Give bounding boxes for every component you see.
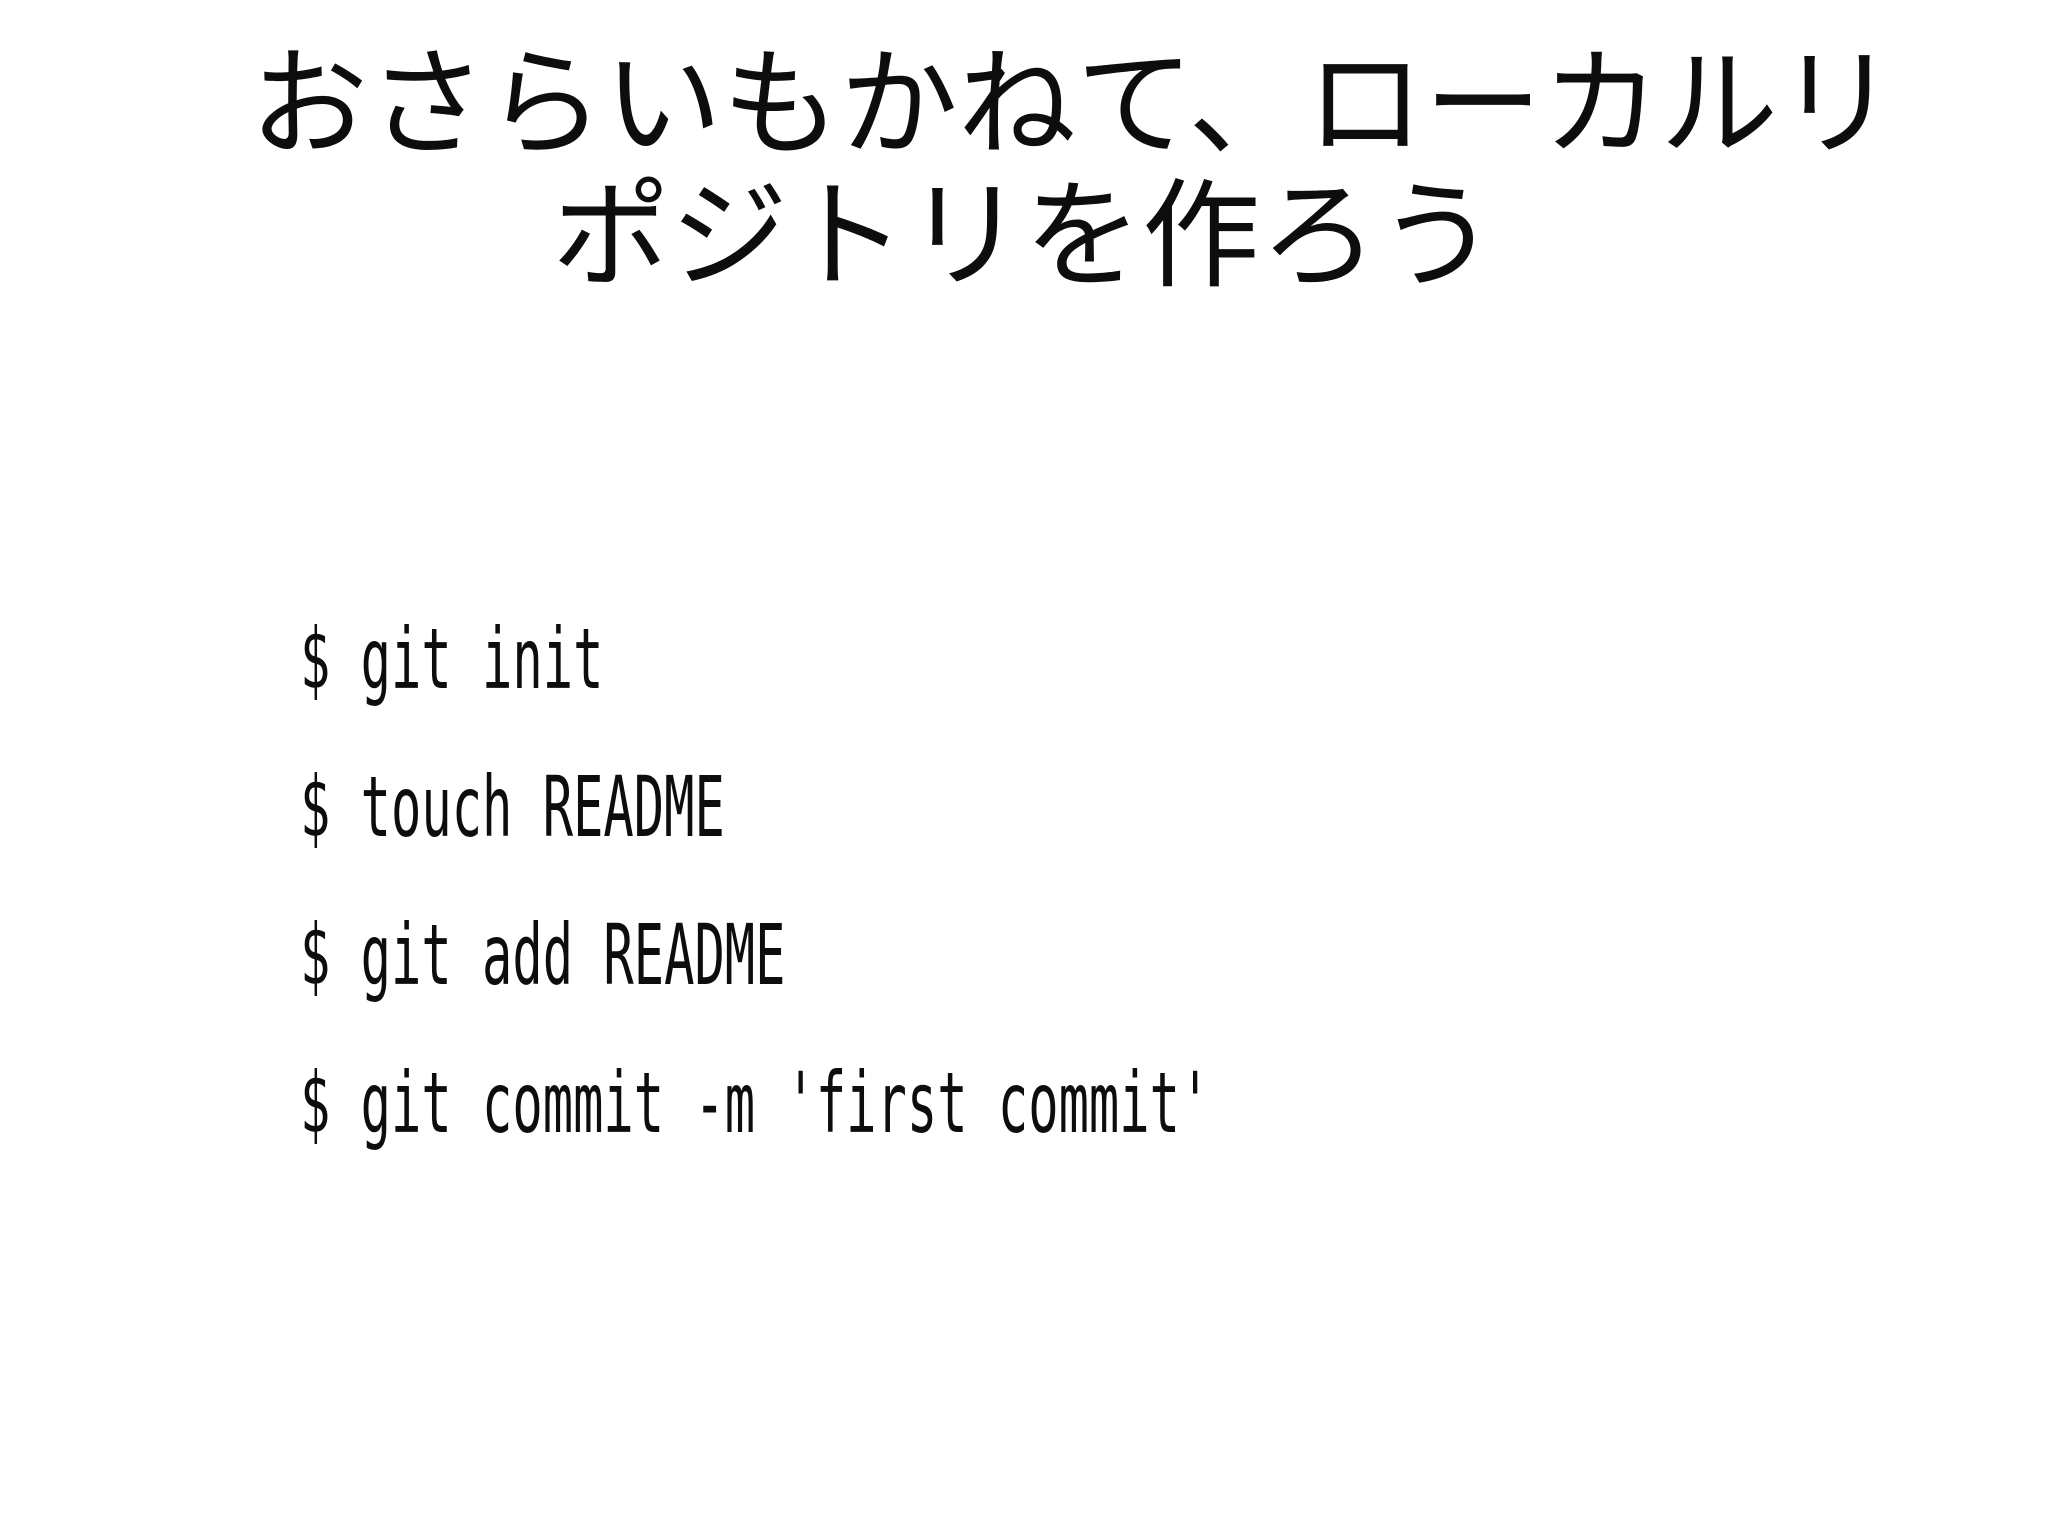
- code-line-touch-readme: $ touch README: [300, 758, 725, 856]
- code-line-git-commit: $ git commit -m 'first commit': [300, 1054, 1211, 1152]
- code-block: $ git init $ touch README $ git add READ…: [300, 585, 1900, 1177]
- code-line-git-init: $ git init: [300, 610, 604, 708]
- slide-title: おさらいもかねて、ローカルリ ポジトリを作ろう: [250, 35, 1897, 305]
- slide-title-line-2: ポジトリを作ろう: [551, 167, 1496, 305]
- slide-title-line-1: おさらいもかねて、ローカルリ: [250, 35, 1897, 173]
- code-line-git-add-readme: $ git add README: [300, 906, 786, 1004]
